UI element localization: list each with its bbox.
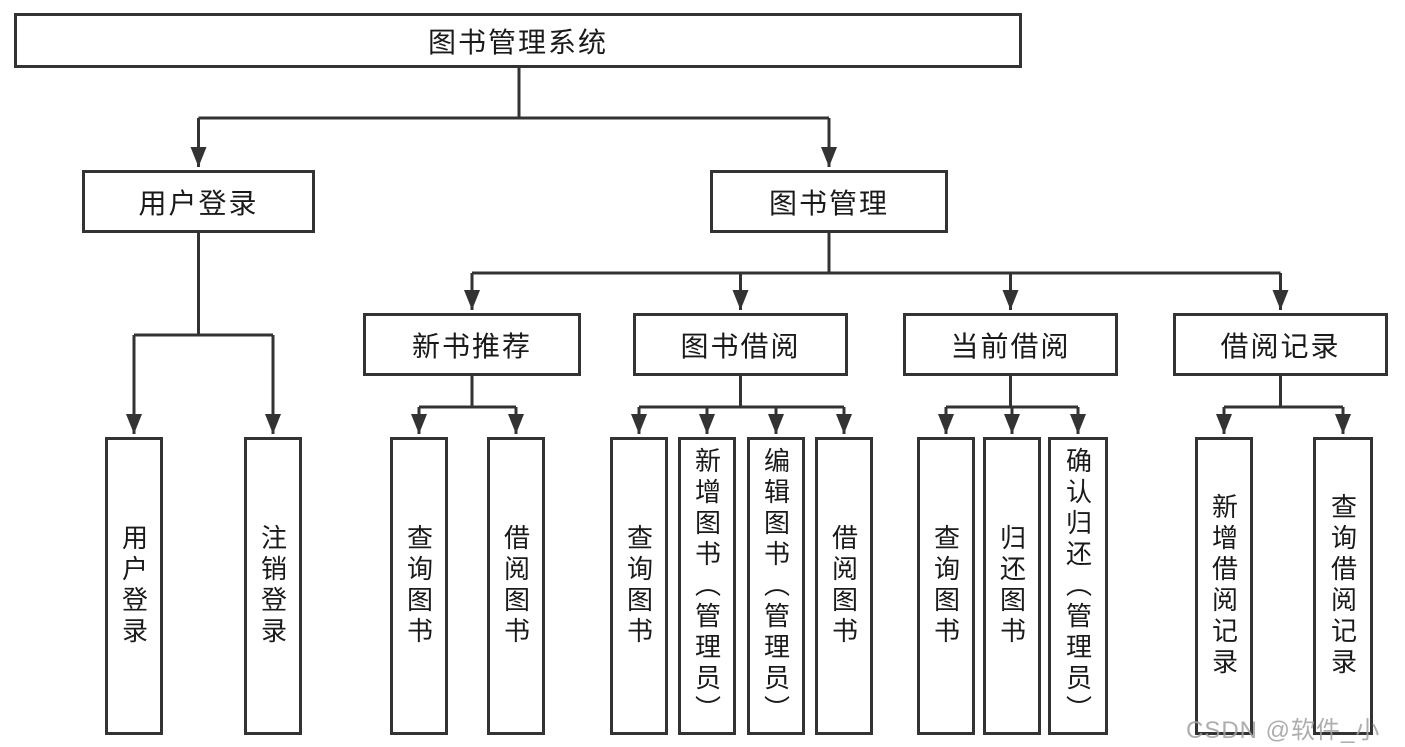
leaf-query-books-borrowing: 查询图书 [610, 437, 668, 735]
node-user-login: 用户登录 [82, 170, 315, 233]
node-current-borrowing: 当前借阅 [903, 313, 1118, 376]
leaf-borrow-books-recommend: 借阅图书 [487, 437, 545, 735]
leaf-query-books-recommend: 查询图书 [390, 437, 448, 735]
leaf-add-books-admin: 新增图书（管理员） [678, 437, 736, 735]
leaf-logout: 注销登录 [244, 437, 302, 735]
node-library-management-system: 图书管理系统 [14, 13, 1022, 68]
leaf-edit-books-admin: 编辑图书（管理员） [747, 437, 805, 735]
leaf-user-login: 用户登录 [105, 437, 163, 735]
leaf-query-books-current: 查询图书 [917, 437, 975, 735]
node-borrowing-records: 借阅记录 [1173, 313, 1388, 376]
leaf-return-books: 归还图书 [983, 437, 1041, 735]
node-book-borrowing: 图书借阅 [633, 313, 848, 376]
leaf-query-borrow-record: 查询借阅记录 [1313, 437, 1373, 735]
node-new-book-recommendation: 新书推荐 [363, 313, 581, 376]
node-book-management: 图书管理 [710, 170, 948, 233]
leaf-borrow-books: 借阅图书 [815, 437, 873, 735]
leaf-add-borrow-record: 新增借阅记录 [1195, 437, 1253, 735]
leaf-confirm-return-admin: 确认归还（管理员） [1048, 437, 1108, 735]
